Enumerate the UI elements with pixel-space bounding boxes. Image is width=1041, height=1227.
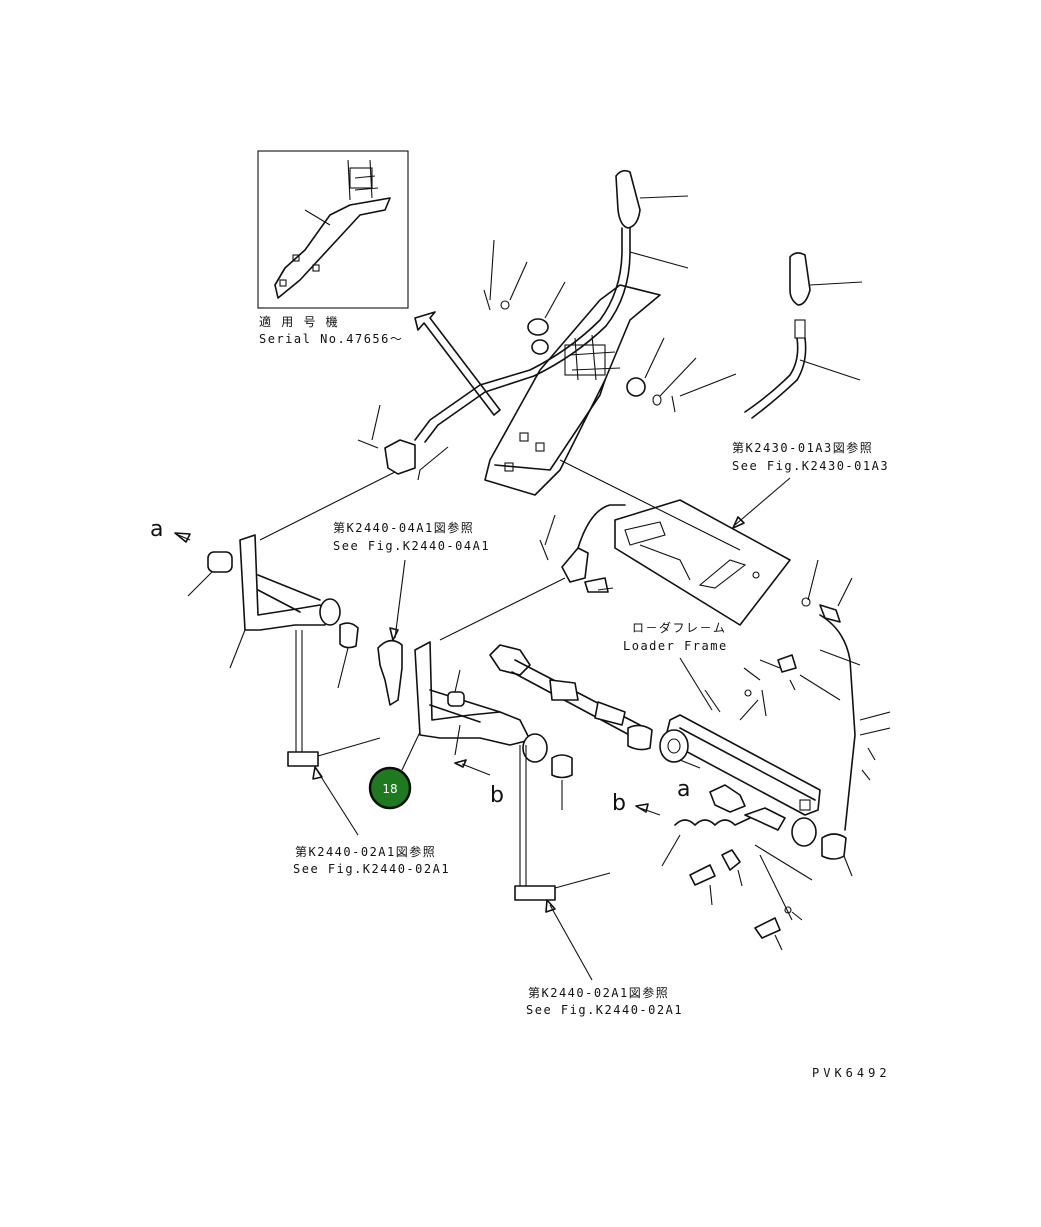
loader-frame-leader bbox=[679, 657, 713, 711]
ref-k2430-jp: 第K2430-01A3図参照 bbox=[732, 440, 873, 455]
callout-badge-label: 18 bbox=[382, 782, 397, 796]
cam-part bbox=[377, 639, 403, 706]
ref-k2440-02b-en: See Fig.K2440-02A1 bbox=[526, 1003, 683, 1017]
ref-k2430-arrowhead bbox=[732, 516, 745, 529]
drawing-code: PVK6492 bbox=[812, 1066, 891, 1080]
arrow-b-right-head bbox=[635, 803, 649, 813]
ref-k2430-en: See Fig.K2430-01A3 bbox=[732, 459, 889, 473]
spring-and-bolts bbox=[661, 817, 813, 951]
badge-leader bbox=[401, 731, 421, 771]
arrow-a-right-shaft bbox=[679, 759, 701, 769]
ref-k2440-02a-arrowhead bbox=[312, 766, 323, 780]
arrow-a-left-head bbox=[174, 532, 191, 543]
ref-k2440-02a-jp: 第K2440-02A1図参照 bbox=[295, 844, 436, 859]
marker-b-right: b bbox=[612, 791, 626, 816]
ref-k2430-leader bbox=[734, 477, 791, 526]
ref-k2440-02b-leader bbox=[549, 904, 593, 981]
loader-frame-label-en: Loader Frame bbox=[623, 639, 728, 653]
callout-badge[interactable] bbox=[368, 766, 412, 810]
ref-k2440-02b-jp: 第K2440-02A1図参照 bbox=[528, 985, 669, 1000]
lever-left-upper bbox=[414, 169, 689, 443]
cross-shaft bbox=[489, 644, 653, 751]
ref-k2440-04-leader bbox=[394, 559, 406, 639]
upper-bracket-plate bbox=[484, 284, 741, 551]
loader-frame-plate bbox=[614, 499, 791, 626]
ref-k2440-04-en: See Fig.K2440-04A1 bbox=[333, 539, 490, 553]
inset-label-jp: 適 用 号 機 bbox=[259, 314, 339, 329]
arrow-b-right-shaft bbox=[639, 807, 661, 816]
marker-b-left: b bbox=[490, 783, 504, 808]
ref-k2440-04-jp: 第K2440-04A1図参照 bbox=[333, 520, 474, 535]
upper-small-parts bbox=[483, 239, 737, 413]
marker-a-right: a bbox=[677, 777, 690, 802]
frame-beam bbox=[659, 614, 891, 877]
ref-k2440-02a-en: See Fig.K2440-02A1 bbox=[293, 862, 450, 876]
left-rod-assembly bbox=[187, 404, 449, 767]
ref-k2440-02a-leader bbox=[317, 771, 359, 836]
marker-a-left: a bbox=[150, 517, 163, 542]
loader-frame-label-jp: ロ－ダフレ－ム bbox=[632, 620, 727, 635]
inset-bracket-drawing bbox=[274, 159, 391, 299]
inset-frame bbox=[257, 150, 409, 309]
inset-pointer-arrow bbox=[414, 311, 501, 416]
inset-label-serial: Serial No.47656～ bbox=[259, 332, 403, 346]
ref-k2440-04-arrowhead bbox=[389, 627, 399, 641]
lever-right-upper bbox=[744, 252, 863, 419]
center-rod-assembly bbox=[414, 504, 626, 901]
ref-k2440-02b-arrowhead bbox=[545, 899, 556, 913]
